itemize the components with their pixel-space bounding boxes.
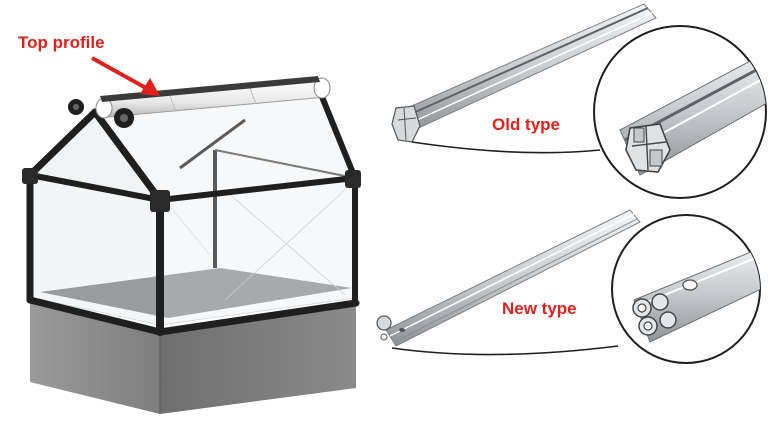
- top-profile-label: Top profile: [18, 33, 105, 52]
- glass-side: [159, 177, 356, 326]
- old-type-label: Old type: [492, 115, 561, 134]
- base-front: [30, 300, 160, 414]
- new-type-label: New type: [502, 299, 577, 318]
- arrow-pointer-icon: [91, 56, 160, 96]
- new-profile: [376, 209, 761, 364]
- old-profile: [391, 3, 767, 199]
- greenhouse: [22, 76, 361, 414]
- glass-roof-side: [95, 92, 355, 200]
- glass-gable: [30, 112, 160, 200]
- base-side: [160, 303, 356, 414]
